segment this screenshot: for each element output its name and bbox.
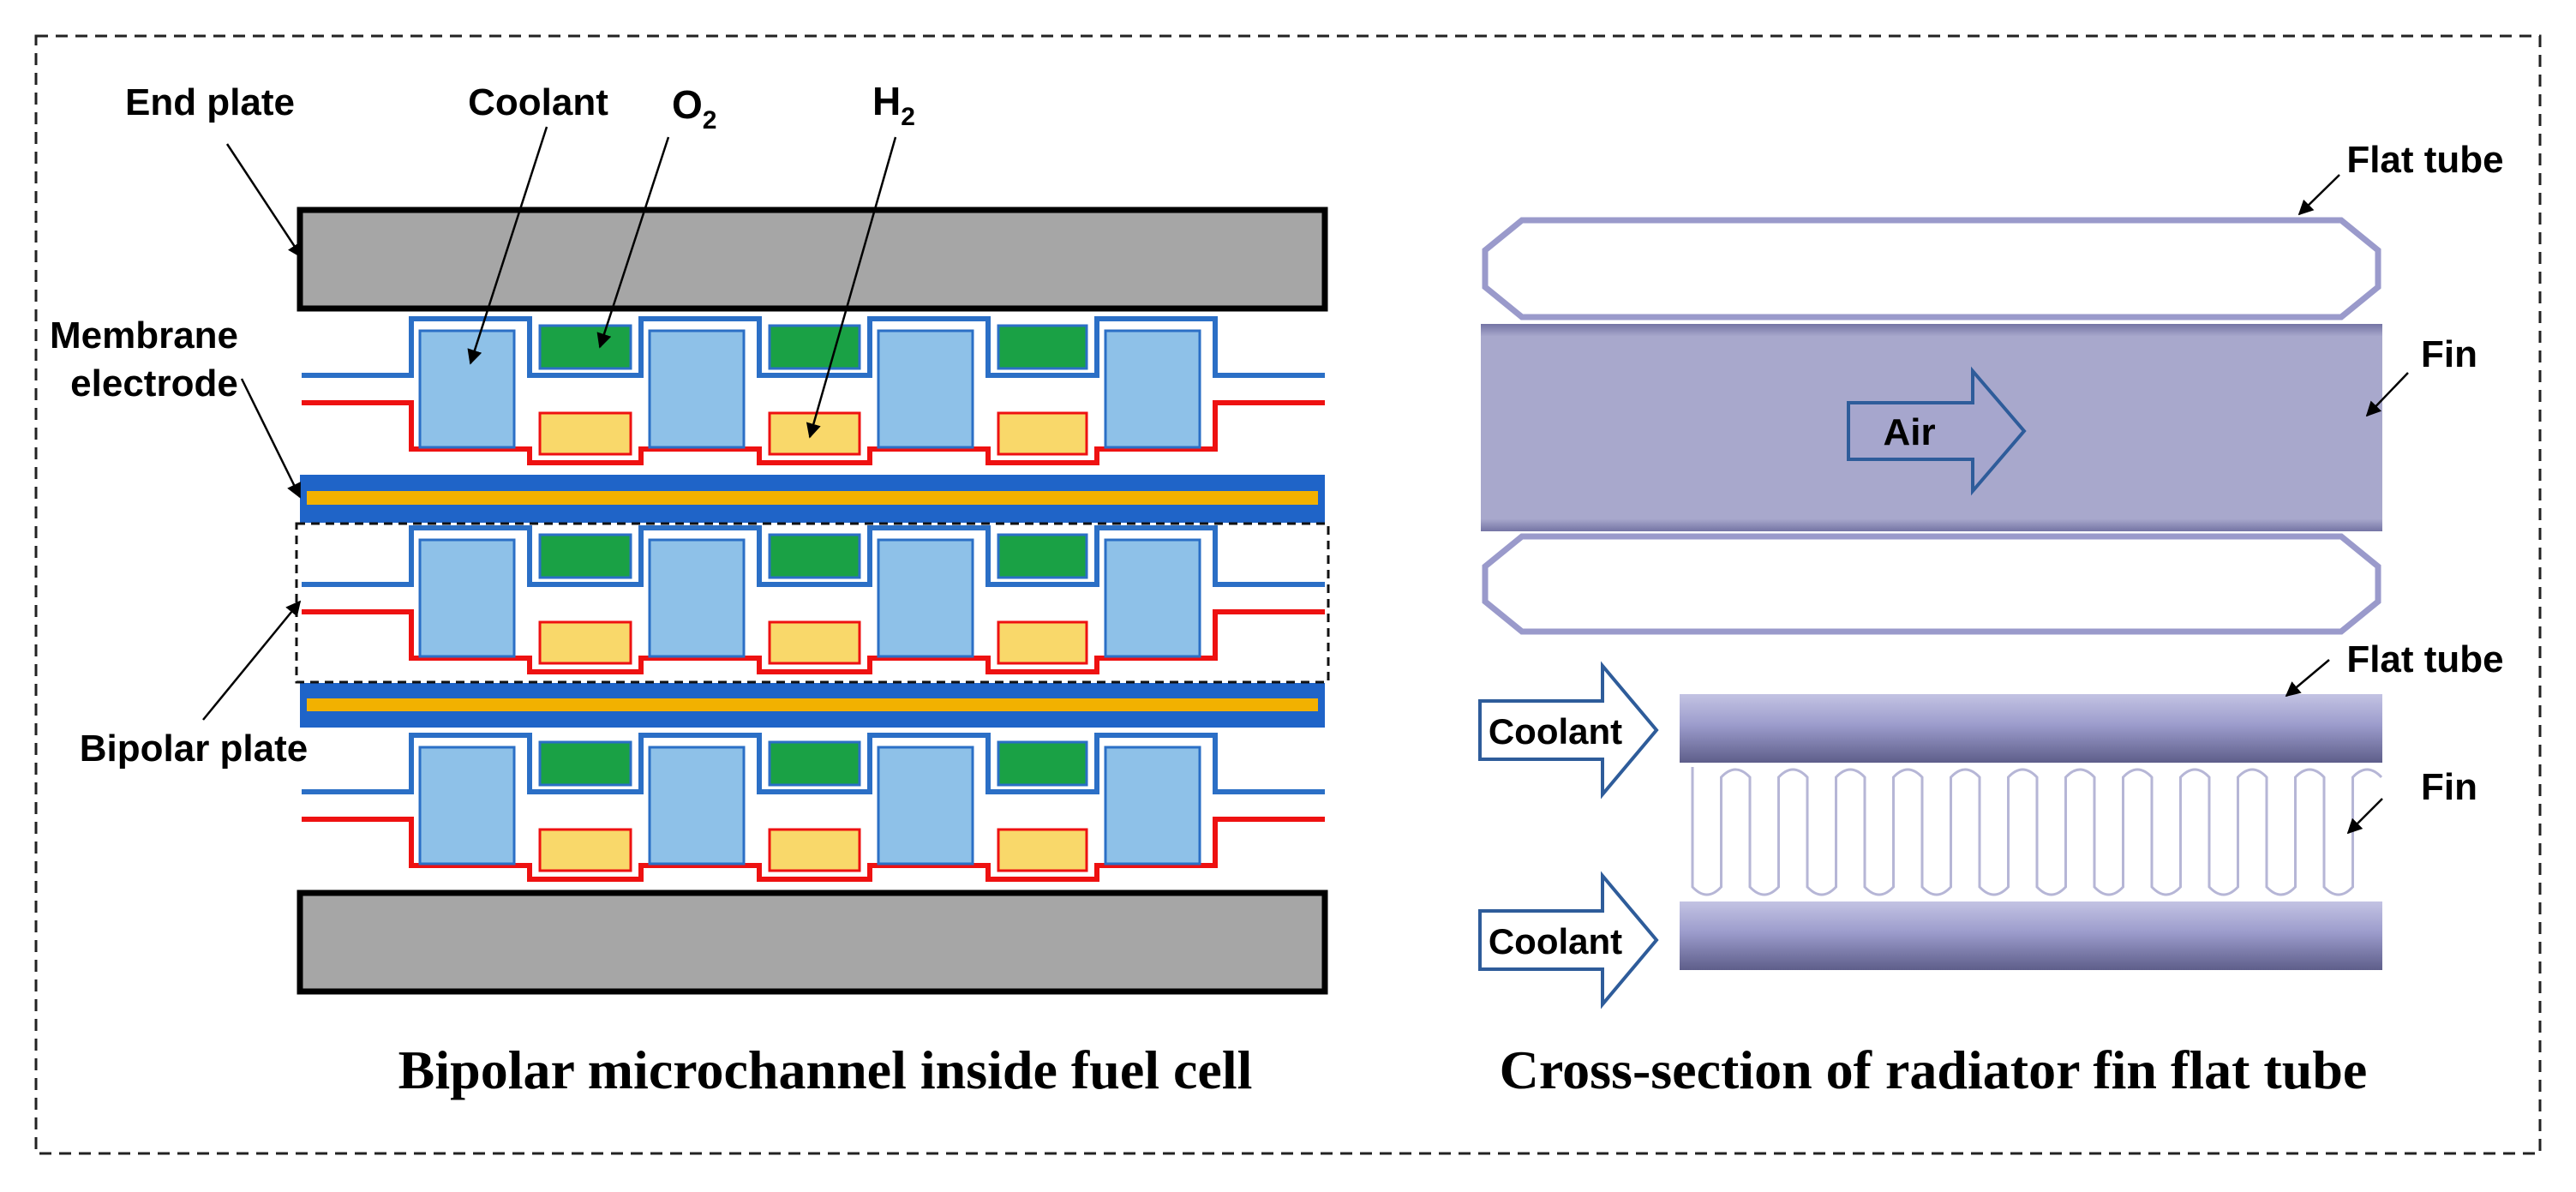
fin-corrugation — [1691, 767, 2383, 896]
cathode-plate-line — [302, 525, 1325, 587]
membrane-label-line1: Membrane — [50, 314, 238, 356]
membrane-leader — [240, 378, 302, 499]
coolant-label-1: Coolant — [1489, 711, 1622, 752]
o2-channel — [997, 740, 1088, 787]
bipolar-cell-units — [302, 316, 1325, 882]
coolant-channel — [877, 538, 974, 658]
flat-tube-bottom-lower — [1680, 901, 2382, 970]
end-plate-top — [297, 207, 1328, 312]
o2-channel — [538, 740, 632, 787]
fin-bottom-leader — [2346, 798, 2383, 835]
fuel-cell-panel: End plate Coolant O2 H2 Membrane electro… — [50, 79, 1330, 1100]
coolant-channel — [877, 329, 974, 449]
cathode-plate-line — [302, 316, 1325, 378]
coolant-channel — [418, 746, 516, 866]
flat-tube-bottom-upper — [1680, 694, 2382, 763]
bipolar-plate-label: Bipolar plate — [80, 728, 309, 770]
o2-channel — [997, 324, 1088, 370]
coolant-channel — [877, 746, 974, 866]
membrane-label-line2: electrode — [70, 362, 238, 404]
o2-channel — [768, 740, 861, 787]
anode-plate-line — [302, 817, 1325, 882]
h2-label: H2 — [872, 79, 915, 131]
fin-bottom-label: Fin — [2421, 766, 2477, 808]
end-plate-bottom — [297, 890, 1328, 995]
h2-channel — [538, 620, 632, 665]
coolant-arrow-upper: Coolant — [1478, 661, 1659, 800]
flat-tube-top-leader — [2297, 174, 2340, 216]
h2-channel — [538, 828, 632, 872]
anode-plate-line — [302, 609, 1325, 674]
h2-channel — [997, 620, 1088, 665]
flat-tube-lower — [1482, 533, 2381, 635]
coolant-arrow-lower: Coolant — [1478, 871, 1659, 1009]
h2-channel — [768, 828, 861, 872]
bipolar-plate-leader — [202, 600, 302, 721]
anode-plate-line — [302, 400, 1325, 465]
cell-unit-3 — [302, 733, 1325, 882]
h2-channel — [997, 828, 1088, 872]
radiator-caption: Cross-section of radiator fin flat tube — [1500, 1039, 2368, 1100]
fin-top-label: Fin — [2421, 333, 2477, 375]
radiator-panel: Air Coolant Coolant Flat tube Fin Flat t… — [1478, 139, 2504, 1100]
o2-channel — [768, 533, 861, 579]
cathode-plate-line — [302, 733, 1325, 794]
fin-top-leader — [2365, 372, 2409, 417]
coolant-channel — [418, 538, 516, 658]
coolant-leader — [467, 126, 548, 365]
coolant-channel — [1104, 329, 1201, 449]
cell-unit-1 — [302, 316, 1325, 465]
figure-frame — [34, 34, 2542, 1155]
coolant-channel — [418, 329, 516, 449]
coolant-channel — [648, 538, 746, 658]
bipolar-plate-highlight — [295, 522, 1330, 684]
o2-channel — [538, 533, 632, 579]
corrugated-fin — [1691, 767, 2383, 896]
flat-tube-bottom-leader — [2285, 659, 2330, 698]
o2-label: O2 — [672, 82, 716, 135]
coolant-channel — [1104, 538, 1201, 658]
end-plate-label: End plate — [125, 81, 295, 123]
h2-channel — [768, 620, 861, 665]
o2-leader — [596, 136, 670, 349]
coolant-channel — [648, 746, 746, 866]
coolant-label: Coolant — [468, 81, 608, 123]
flat-tube-top-label: Flat tube — [2346, 139, 2503, 181]
end-plate-leader — [225, 143, 303, 259]
flat-tube-bottom-label: Flat tube — [2346, 638, 2503, 680]
h2-leader — [806, 136, 897, 439]
o2-channel — [997, 533, 1088, 579]
fuel-cell-caption: Bipolar microchannel inside fuel cell — [398, 1039, 1253, 1100]
air-flow-arrow: Air — [1847, 366, 2027, 496]
h2-channel — [538, 411, 632, 456]
h2-channel — [997, 411, 1088, 456]
coolant-channel — [648, 329, 746, 449]
o2-channel — [538, 324, 632, 370]
coolant-channel — [1104, 746, 1201, 866]
membrane-electrode-2 — [300, 683, 1325, 728]
coolant-label-2: Coolant — [1489, 921, 1622, 961]
membrane-electrode-1 — [300, 475, 1325, 523]
cell-unit-2 — [302, 525, 1325, 674]
air-label: Air — [1883, 411, 1935, 453]
flat-tube-upper — [1482, 217, 2381, 320]
o2-channel — [768, 324, 861, 370]
